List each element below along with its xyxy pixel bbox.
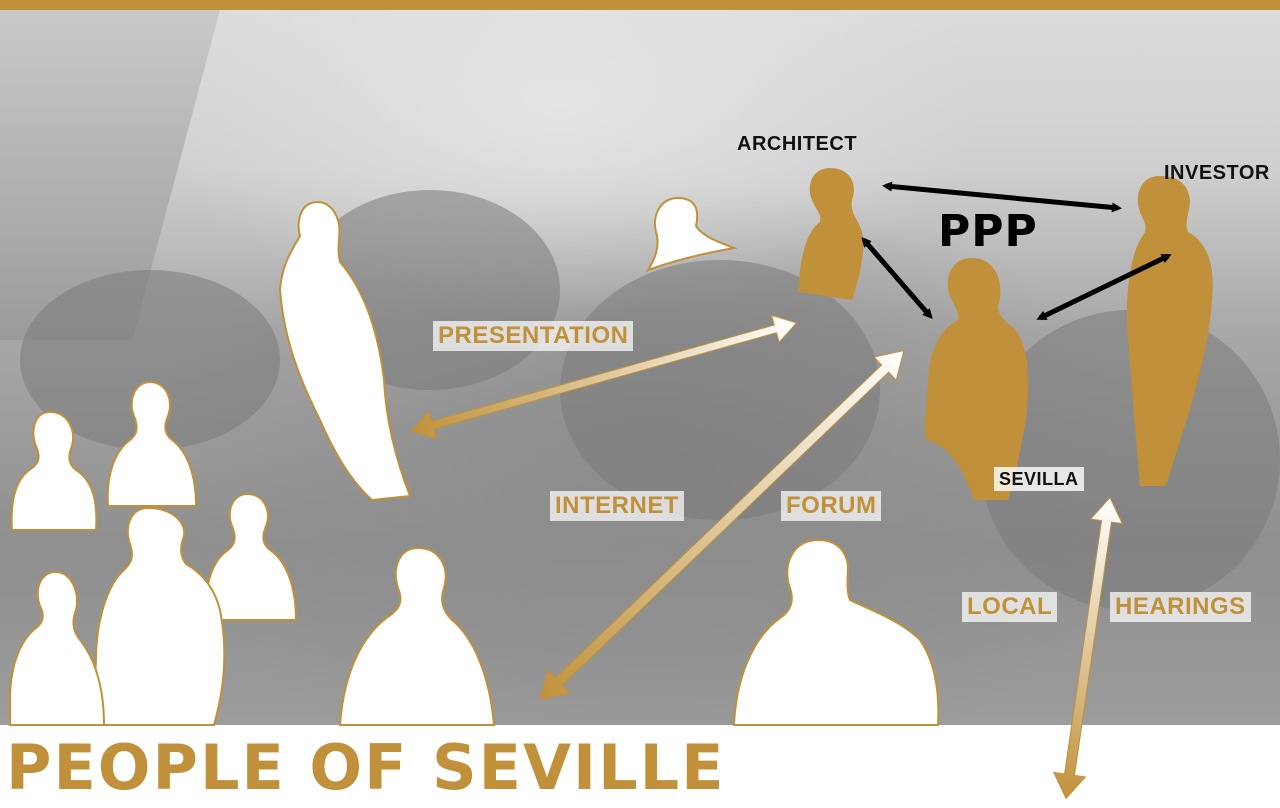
presentation-arrow xyxy=(410,314,798,440)
arrow-architect-ppp xyxy=(861,236,933,320)
presenter-silhouette xyxy=(278,200,412,502)
architect-silhouette xyxy=(798,168,864,300)
investor-silhouette xyxy=(1126,176,1213,486)
presentation-label: PRESENTATION xyxy=(433,321,634,351)
public-person-6 xyxy=(338,546,496,726)
page-title: PEOPLE OF SEVILLE xyxy=(6,731,726,804)
stakeholder-silhouettes xyxy=(798,168,1213,500)
architect-label: ARCHITECT xyxy=(737,133,858,155)
public-person-5 xyxy=(9,570,106,726)
crowd-shade xyxy=(560,260,880,520)
public-person-1 xyxy=(10,410,98,531)
sevilla-label: SEVILLA xyxy=(994,467,1084,491)
local-label: LOCAL xyxy=(962,592,1058,622)
public-person-7 xyxy=(732,538,940,726)
public-person-3 xyxy=(204,492,298,621)
arrow-ppp-investor xyxy=(1036,253,1172,321)
communication-arrows xyxy=(410,314,1124,800)
ppp-label: PPP xyxy=(938,206,1038,257)
arrow-architect-investor xyxy=(882,181,1122,213)
internet-label: INTERNET xyxy=(550,491,684,521)
local-hearings-arrow xyxy=(1052,496,1124,800)
investor-label: INVESTOR xyxy=(1164,162,1270,184)
ppp-relations xyxy=(861,181,1172,321)
public-silhouettes xyxy=(9,196,940,726)
public-person-4 xyxy=(94,506,226,726)
internet-forum-arrow xyxy=(539,349,905,701)
top-accent-bar xyxy=(0,0,1280,10)
hearings-label: HEARINGS xyxy=(1110,592,1251,622)
speaker-silhouette xyxy=(645,196,738,272)
forum-label: FORUM xyxy=(781,491,882,521)
public-person-2 xyxy=(106,380,198,507)
ppp-person-silhouette xyxy=(925,258,1029,500)
